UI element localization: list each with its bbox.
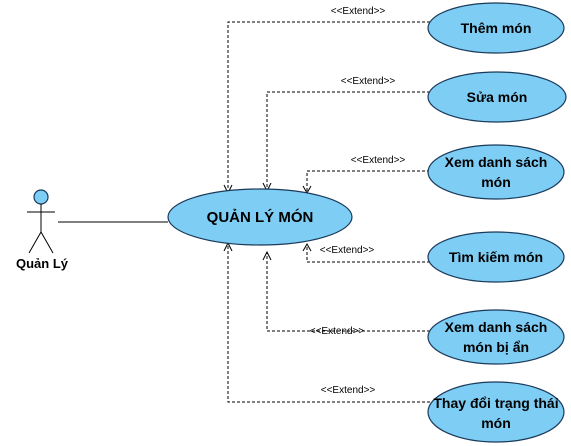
extend-label-them-mon: <<Extend>> [331,6,386,17]
use-case-ellipse [427,71,567,123]
extend-line-xem-danh-sach-mon [306,170,430,192]
actor-right-leg [40,231,54,254]
use-case-tim-kiem-mon[interactable]: Tìm kiếm món [427,231,565,283]
use-case-xem-danh-sach-mon-bi-an[interactable]: Xem danh sách món bị ẩn [427,309,565,365]
use-case-ellipse [427,309,565,365]
actor-name: Quản Lý [16,256,69,271]
arrowhead-xem-danh-sach-mon-bi-an [262,250,272,261]
use-case-quan-ly-mon[interactable]: QUẢN LÝ MÓN [167,188,353,246]
use-case-label: Sửa món [467,89,528,105]
extend-label-tim-kiem-mon: <<Extend>> [320,245,375,256]
actor-quan-ly[interactable]: Quản Lý [16,189,69,271]
use-case-ellipse-main [167,188,353,246]
extend-label-xem-danh-sach-mon-bi-an: <<Extend>> [310,326,365,337]
use-case-label-line-1: Xem danh sách [445,319,548,335]
actor-head [33,189,49,205]
use-case-label-line-2: món [481,415,511,431]
main-use-case-label: QUẢN LÝ MÓN [207,208,314,226]
extend-label-thay-doi-trang-thai-mon: <<Extend>> [321,385,376,396]
use-case-them-mon[interactable]: Thêm món [427,2,565,54]
use-case-thay-doi-trang-thai-mon[interactable]: Thay đổi trạng thái món [427,381,565,443]
use-case-label-line-1: Xem danh sách [445,154,548,170]
extend-label-sua-mon: <<Extend>> [341,76,396,87]
arrowhead-tim-kiem-mon [302,242,312,252]
extend-line-them-mon [227,21,430,192]
extend-label-xem-danh-sach-mon: <<Extend>> [351,155,406,166]
use-case-ellipse [427,144,565,200]
use-case-ellipse [427,2,565,54]
use-case-label: Tìm kiếm món [449,249,543,265]
use-case-label: Thêm món [461,20,532,36]
extend-line-xem-danh-sach-mon-bi-an [266,253,430,332]
use-case-label-line-2: món bị ẩn [463,339,529,355]
use-case-label-line-1: Thay đổi trạng thái [433,395,558,411]
use-case-ellipse [427,231,565,283]
extend-line-sua-mon [266,91,430,190]
use-case-xem-danh-sach-mon[interactable]: Xem danh sách món [427,144,565,200]
use-case-ellipse [427,381,565,443]
extend-line-tim-kiem-mon [306,245,430,263]
extend-line-thay-doi-trang-thai-mon [227,244,430,403]
use-case-label-line-2: món [481,174,511,190]
extend-connectors [223,21,430,403]
actor-left-leg [28,231,42,254]
use-case-sua-mon[interactable]: Sửa món [427,71,567,123]
